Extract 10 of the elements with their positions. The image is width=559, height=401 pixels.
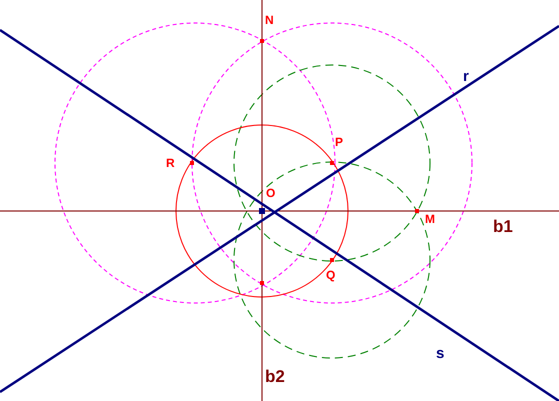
- point-label: M: [425, 213, 435, 225]
- point-label: R: [166, 157, 175, 169]
- point-label: r: [463, 69, 469, 84]
- point-label: s: [436, 346, 444, 361]
- point-label: b2: [265, 368, 285, 385]
- point-label: P: [335, 136, 344, 148]
- point-label: b1: [493, 218, 513, 235]
- point-label: O: [266, 187, 276, 199]
- point-label: N: [265, 14, 274, 26]
- point-label: Q: [326, 269, 336, 281]
